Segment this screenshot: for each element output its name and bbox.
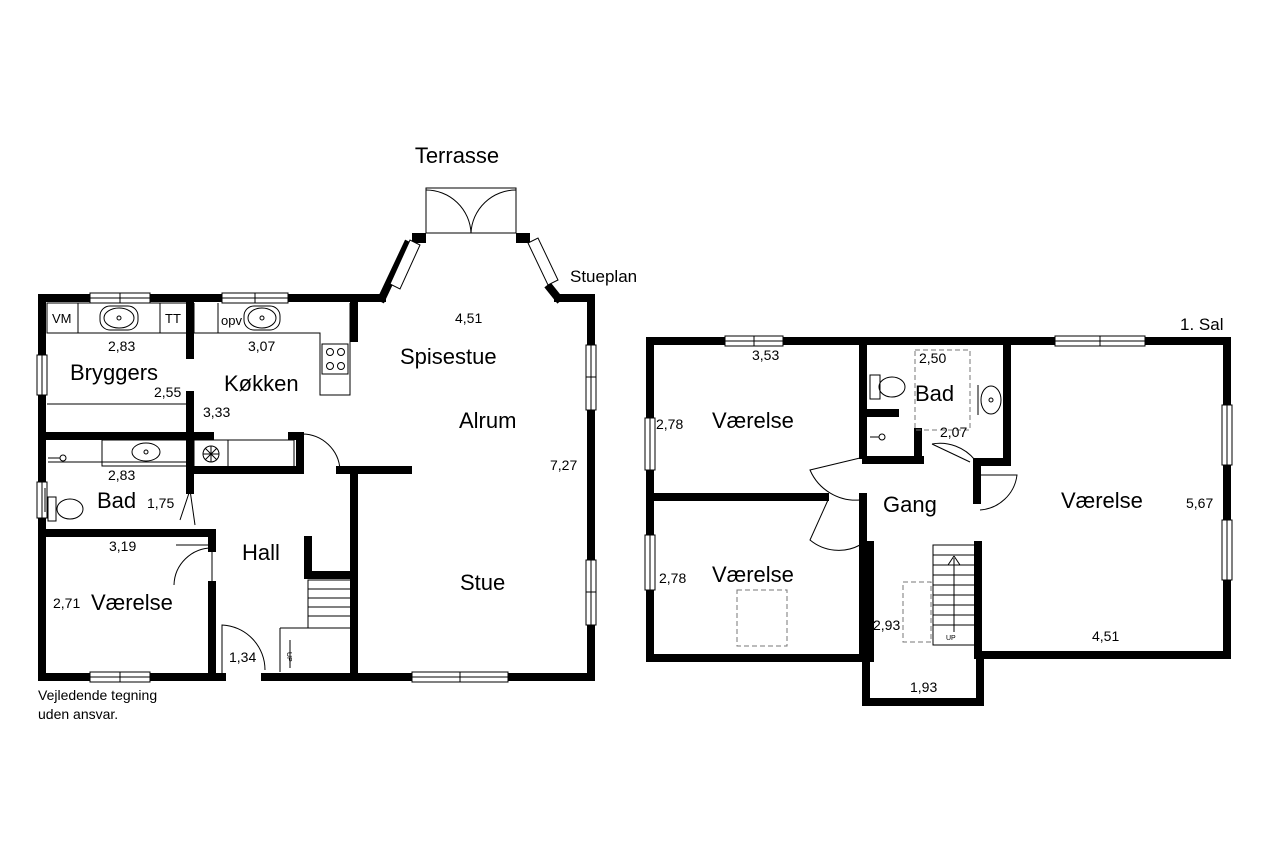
upper-up-label: UP: [946, 635, 956, 642]
living-height: 7,27: [550, 457, 577, 473]
ground-bath-width: 2,83: [108, 467, 135, 483]
upper-stairs: [902, 544, 976, 646]
upper-sw-bedroom-label: Værelse: [712, 562, 794, 587]
upper-nw-bedroom-height: 2,78: [656, 416, 683, 432]
ground-floor-plan: [36, 187, 597, 683]
terrace-door: [425, 187, 517, 234]
opv-label: opv: [221, 313, 242, 328]
stair-height: 2,93: [873, 617, 900, 633]
upper-east-bedroom-height: 5,67: [1186, 495, 1213, 511]
upper-outer-walls: [646, 337, 1231, 706]
bryggers-label: Bryggers: [70, 360, 158, 385]
bryggers-height: 2,55: [154, 384, 181, 400]
upper-bath-label: Bad: [915, 381, 954, 406]
upper-windows: [644, 335, 1233, 591]
ground-bath-label: Bad: [97, 488, 136, 513]
family-room-label: Alrum: [459, 408, 516, 433]
upper-floor-label: 1. Sal: [1180, 315, 1223, 334]
bryggers-width: 2,83: [108, 338, 135, 354]
upper-bathroom-fixtures: [869, 349, 1002, 441]
entry-width: 1,34: [229, 649, 256, 665]
upper-east-bedroom-label: Værelse: [1061, 488, 1143, 513]
ground-up-label: UP: [285, 652, 292, 662]
vm-label: VM: [52, 311, 72, 326]
dining-label: Spisestue: [400, 344, 497, 369]
hall-label: Hall: [242, 540, 280, 565]
ground-bedroom-width: 3,19: [109, 538, 136, 554]
upper-floor-plan: [644, 335, 1233, 706]
living-label: Stue: [460, 570, 505, 595]
ground-floor-label: Stueplan: [570, 267, 637, 286]
upper-interior-walls: [646, 337, 1011, 662]
kitchen-label: Køkken: [224, 371, 299, 396]
bryggers-fixtures: [46, 302, 191, 405]
disclaimer-line1: Vejledende tegning: [38, 687, 157, 703]
kitchen-width: 3,07: [248, 338, 275, 354]
dining-width: 4,51: [455, 310, 482, 326]
terrace-label: Terrasse: [415, 143, 499, 168]
upper-sw-bedroom-height: 2,78: [659, 570, 686, 586]
hallway-label: Gang: [883, 492, 937, 517]
upper-bath-height: 2,07: [940, 424, 967, 440]
ground-bedroom-label: Værelse: [91, 590, 173, 615]
ground-bedroom-height: 2,71: [53, 595, 80, 611]
ground-doors: [173, 433, 341, 677]
upper-bath-width: 2,50: [919, 350, 946, 366]
upper-east-bedroom-width: 4,51: [1092, 628, 1119, 644]
stair-width: 1,93: [910, 679, 937, 695]
roof-window-outline: [736, 589, 788, 647]
tt-label: TT: [165, 311, 181, 326]
kitchen-fixtures: [193, 303, 351, 469]
ground-interior-walls: [38, 294, 412, 681]
ground-stairs: [279, 579, 354, 672]
labels: Terrasse Stueplan 1. Sal VM TT opv UP UP…: [38, 143, 1223, 722]
upper-nw-bedroom-width: 3,53: [752, 347, 779, 363]
ground-bath-height: 1,75: [147, 495, 174, 511]
ground-windows: [36, 237, 597, 683]
ground-bathroom-fixtures: [44, 439, 189, 522]
kitchen-height: 3,33: [203, 404, 230, 420]
disclaimer-line2: uden ansvar.: [38, 706, 118, 722]
upper-doors: [809, 442, 1018, 551]
upper-nw-bedroom-label: Værelse: [712, 408, 794, 433]
